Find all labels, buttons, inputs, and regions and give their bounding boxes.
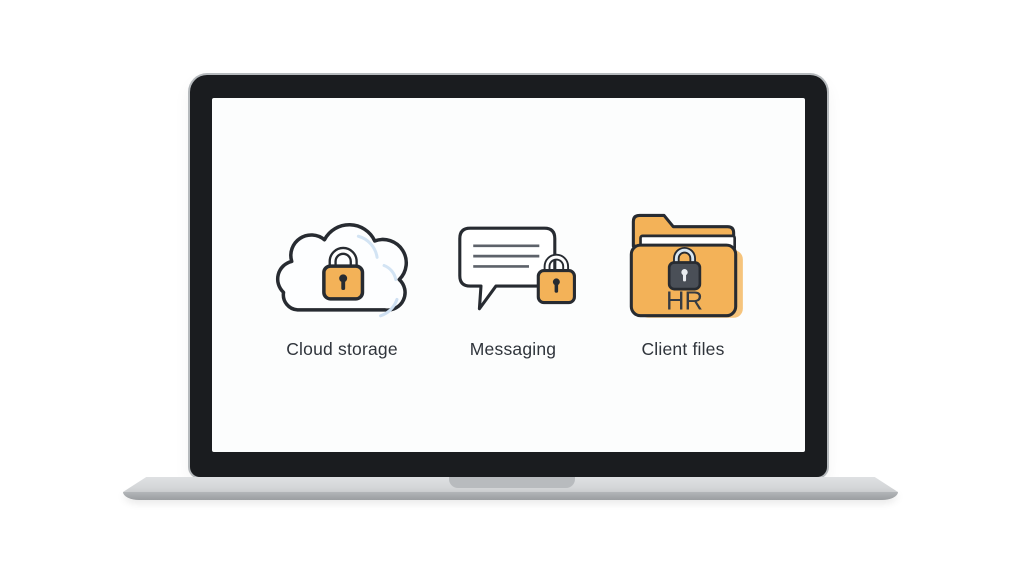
padlock-keyhole-stem [554, 283, 558, 293]
feature-label-messaging: Messaging [469, 339, 557, 359]
feature-messaging: Messaging [438, 221, 588, 360]
padlock-keyhole [552, 278, 560, 286]
chat-lock-icon [457, 226, 576, 311]
padlock-keyhole-stem [682, 273, 686, 282]
padlock-shackle-inner [674, 248, 694, 265]
padlock-shackle-inner [545, 255, 567, 273]
folder-text-hr: HR [666, 288, 703, 316]
cloud-highlight [356, 234, 379, 259]
padlock-keyhole [339, 274, 348, 283]
feature-client-files: HR Client files [608, 203, 758, 360]
feature-label-client-files: Client files [641, 339, 725, 359]
padlock-icon [322, 246, 365, 301]
padlock-icon [667, 247, 701, 291]
feature-label-cloud-storage: Cloud storage [286, 339, 398, 359]
laptop-base-underside [123, 492, 898, 500]
padlock-keyhole [680, 269, 688, 276]
padlock-icon [536, 253, 576, 305]
cloud-highlight [382, 263, 398, 282]
feature-cloud-storage: Cloud storage [258, 207, 426, 360]
cloud-lock-icon [275, 223, 408, 318]
folder-lock-icon: HR [629, 213, 743, 318]
speech-bubble-shape [457, 226, 556, 311]
cloud-shadow-accent [379, 297, 399, 318]
padlock-shackle-inner [330, 249, 356, 268]
laptop-lid-notch [449, 477, 575, 488]
padlock-keyhole-stem [341, 280, 346, 291]
